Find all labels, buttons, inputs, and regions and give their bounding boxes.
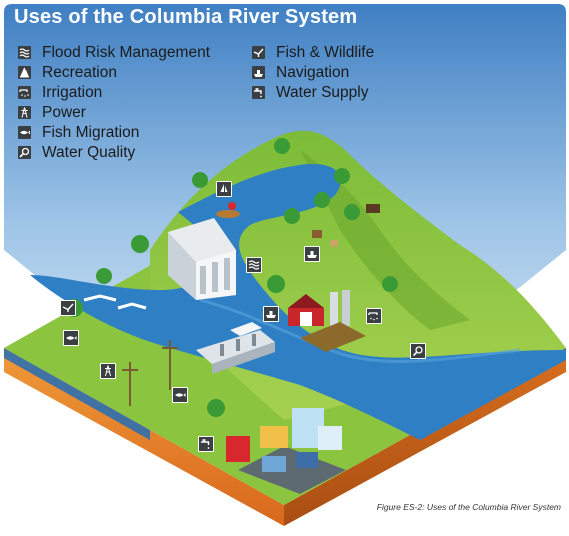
faucet-icon (198, 436, 214, 452)
sailboat-icon (18, 66, 31, 79)
fish-icon (63, 330, 79, 346)
legend-label: Fish & Wildlife (276, 44, 375, 61)
irrigation-icon (18, 86, 31, 99)
fish-icon (18, 126, 31, 139)
water-left-edge (4, 348, 150, 440)
bird-icon (252, 46, 265, 59)
legend-label: Irrigation (42, 84, 103, 101)
legend-label: Power (42, 104, 86, 121)
legend-label: Navigation (276, 64, 350, 81)
fish-icon (172, 387, 188, 403)
ship-icon (263, 306, 279, 322)
legend-label: Fish Migration (42, 124, 140, 141)
river (30, 164, 566, 440)
power-poles (122, 340, 178, 406)
trees (65, 138, 398, 417)
ship-icon (304, 246, 320, 262)
power-tower-icon (18, 106, 31, 119)
sailboat-icon (216, 181, 232, 197)
dam (168, 218, 236, 300)
legend-right: Fish & Wildlife Navigation Water Supply (252, 43, 402, 108)
faucet-icon (252, 86, 265, 99)
legend-label: Water Quality (42, 144, 136, 161)
legend-label: Water Supply (276, 84, 369, 101)
town (226, 408, 346, 494)
power-tower-icon (100, 363, 116, 379)
wildlife (83, 202, 380, 336)
waves-icon (246, 257, 262, 273)
navigation-lock (196, 330, 275, 374)
farm (288, 290, 366, 352)
magnifier-icon (410, 343, 426, 359)
ship-icon (252, 66, 265, 79)
legend-label: Flood Risk Management (42, 44, 210, 61)
bird-icon (60, 300, 76, 316)
figure-caption: Figure ES-2: Uses of the Columbia River … (376, 502, 561, 512)
legend-label: Recreation (42, 64, 117, 81)
magnifier-icon (18, 146, 31, 159)
diagram-title: Uses of the Columbia River System (14, 6, 358, 28)
legend-left: Flood Risk Management Recreation Irrigat… (18, 43, 248, 168)
waves-icon (18, 46, 31, 59)
mountain-shadow (300, 150, 470, 330)
irrigation-icon (366, 308, 382, 324)
